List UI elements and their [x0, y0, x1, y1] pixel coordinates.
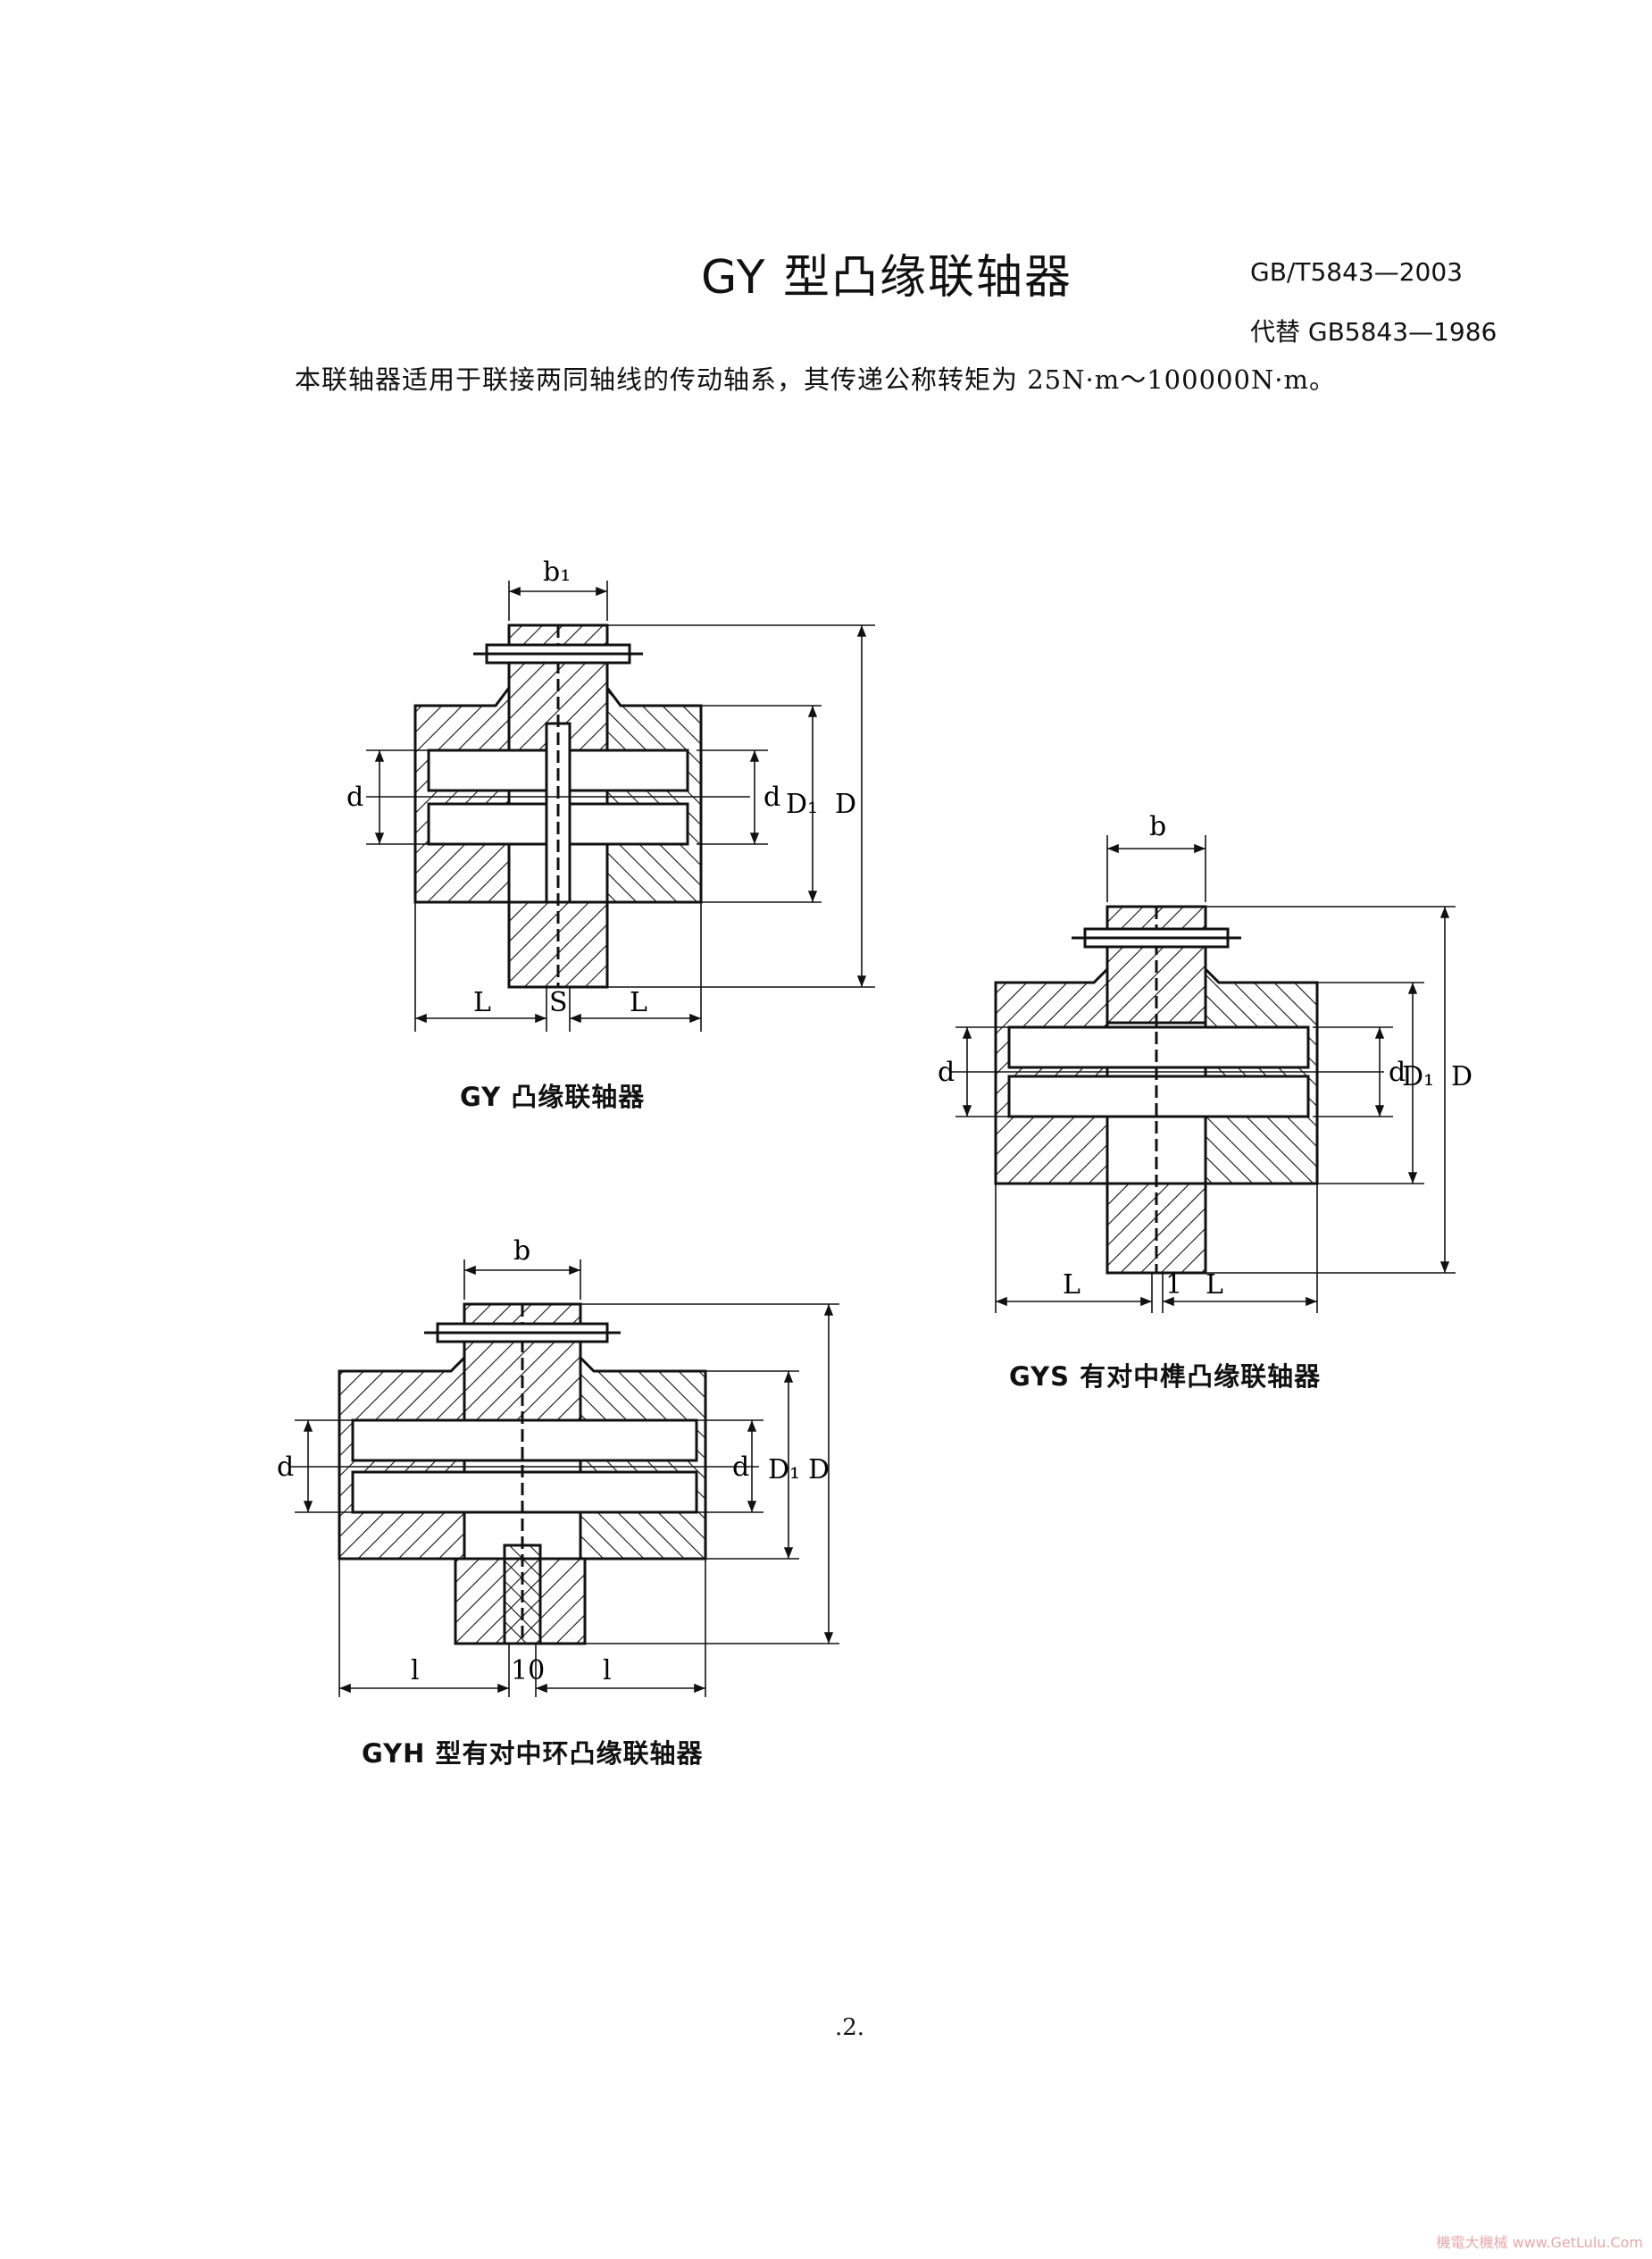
dim-L-left: L: [1063, 1269, 1080, 1301]
dim-S: S: [549, 987, 568, 1018]
caption-gyh: GYH 型有对中环凸缘联轴器: [362, 1738, 704, 1769]
dim-L-right: L: [1206, 1269, 1223, 1301]
dim-inner-d: d: [763, 782, 780, 813]
dim-d1: D₁: [786, 789, 818, 820]
dim-d: d: [346, 782, 363, 813]
dim-d: d: [938, 1057, 955, 1088]
dim-inner-d: d: [732, 1452, 749, 1483]
dim-D: D: [808, 1454, 830, 1485]
figure-gys-coupling: b d d D₁ D L 1 L: [938, 811, 1473, 1313]
dim-L-right: L: [630, 987, 647, 1018]
intro-text: 本联轴器适用于联接两同轴线的传动轴系，其传递公称转矩为 25N·m～100000…: [295, 364, 1337, 395]
dim-d1: D₁: [768, 1454, 800, 1485]
standard-number: GB/T5843—2003: [1250, 257, 1463, 287]
dim-D: D: [835, 789, 856, 820]
replaces-standard: 代替 GB5843—1986: [1250, 317, 1498, 347]
watermark: 機電大機械 www.GetLulu.Com: [1436, 2234, 1643, 2251]
page-number: .2.: [835, 2014, 865, 2041]
dim-L-left: L: [473, 987, 491, 1018]
figure-gy-coupling: b₁ d d D₁ D L S L: [346, 556, 875, 1032]
dim-d1: D₁: [1402, 1061, 1434, 1092]
dim-b: b: [1149, 811, 1166, 842]
dim-l-left: l: [411, 1655, 420, 1686]
figure-gyh-coupling: b d d D₁ D l 10 l: [277, 1235, 839, 1697]
dim-b: b: [513, 1235, 530, 1267]
caption-gy: GY 凸缘联轴器: [460, 1082, 646, 1112]
dim-gap: 10: [511, 1655, 545, 1686]
dim-D: D: [1451, 1061, 1473, 1092]
page-title: GY 型凸缘联轴器: [701, 251, 1072, 305]
dim-b1: b₁: [543, 556, 571, 588]
dim-gap: 1: [1165, 1269, 1182, 1301]
caption-gys: GYS 有对中榫凸缘联轴器: [1009, 1361, 1322, 1392]
dim-l-right: l: [603, 1655, 612, 1686]
dim-d: d: [277, 1452, 294, 1483]
dim-inner-d: d: [1389, 1057, 1406, 1088]
